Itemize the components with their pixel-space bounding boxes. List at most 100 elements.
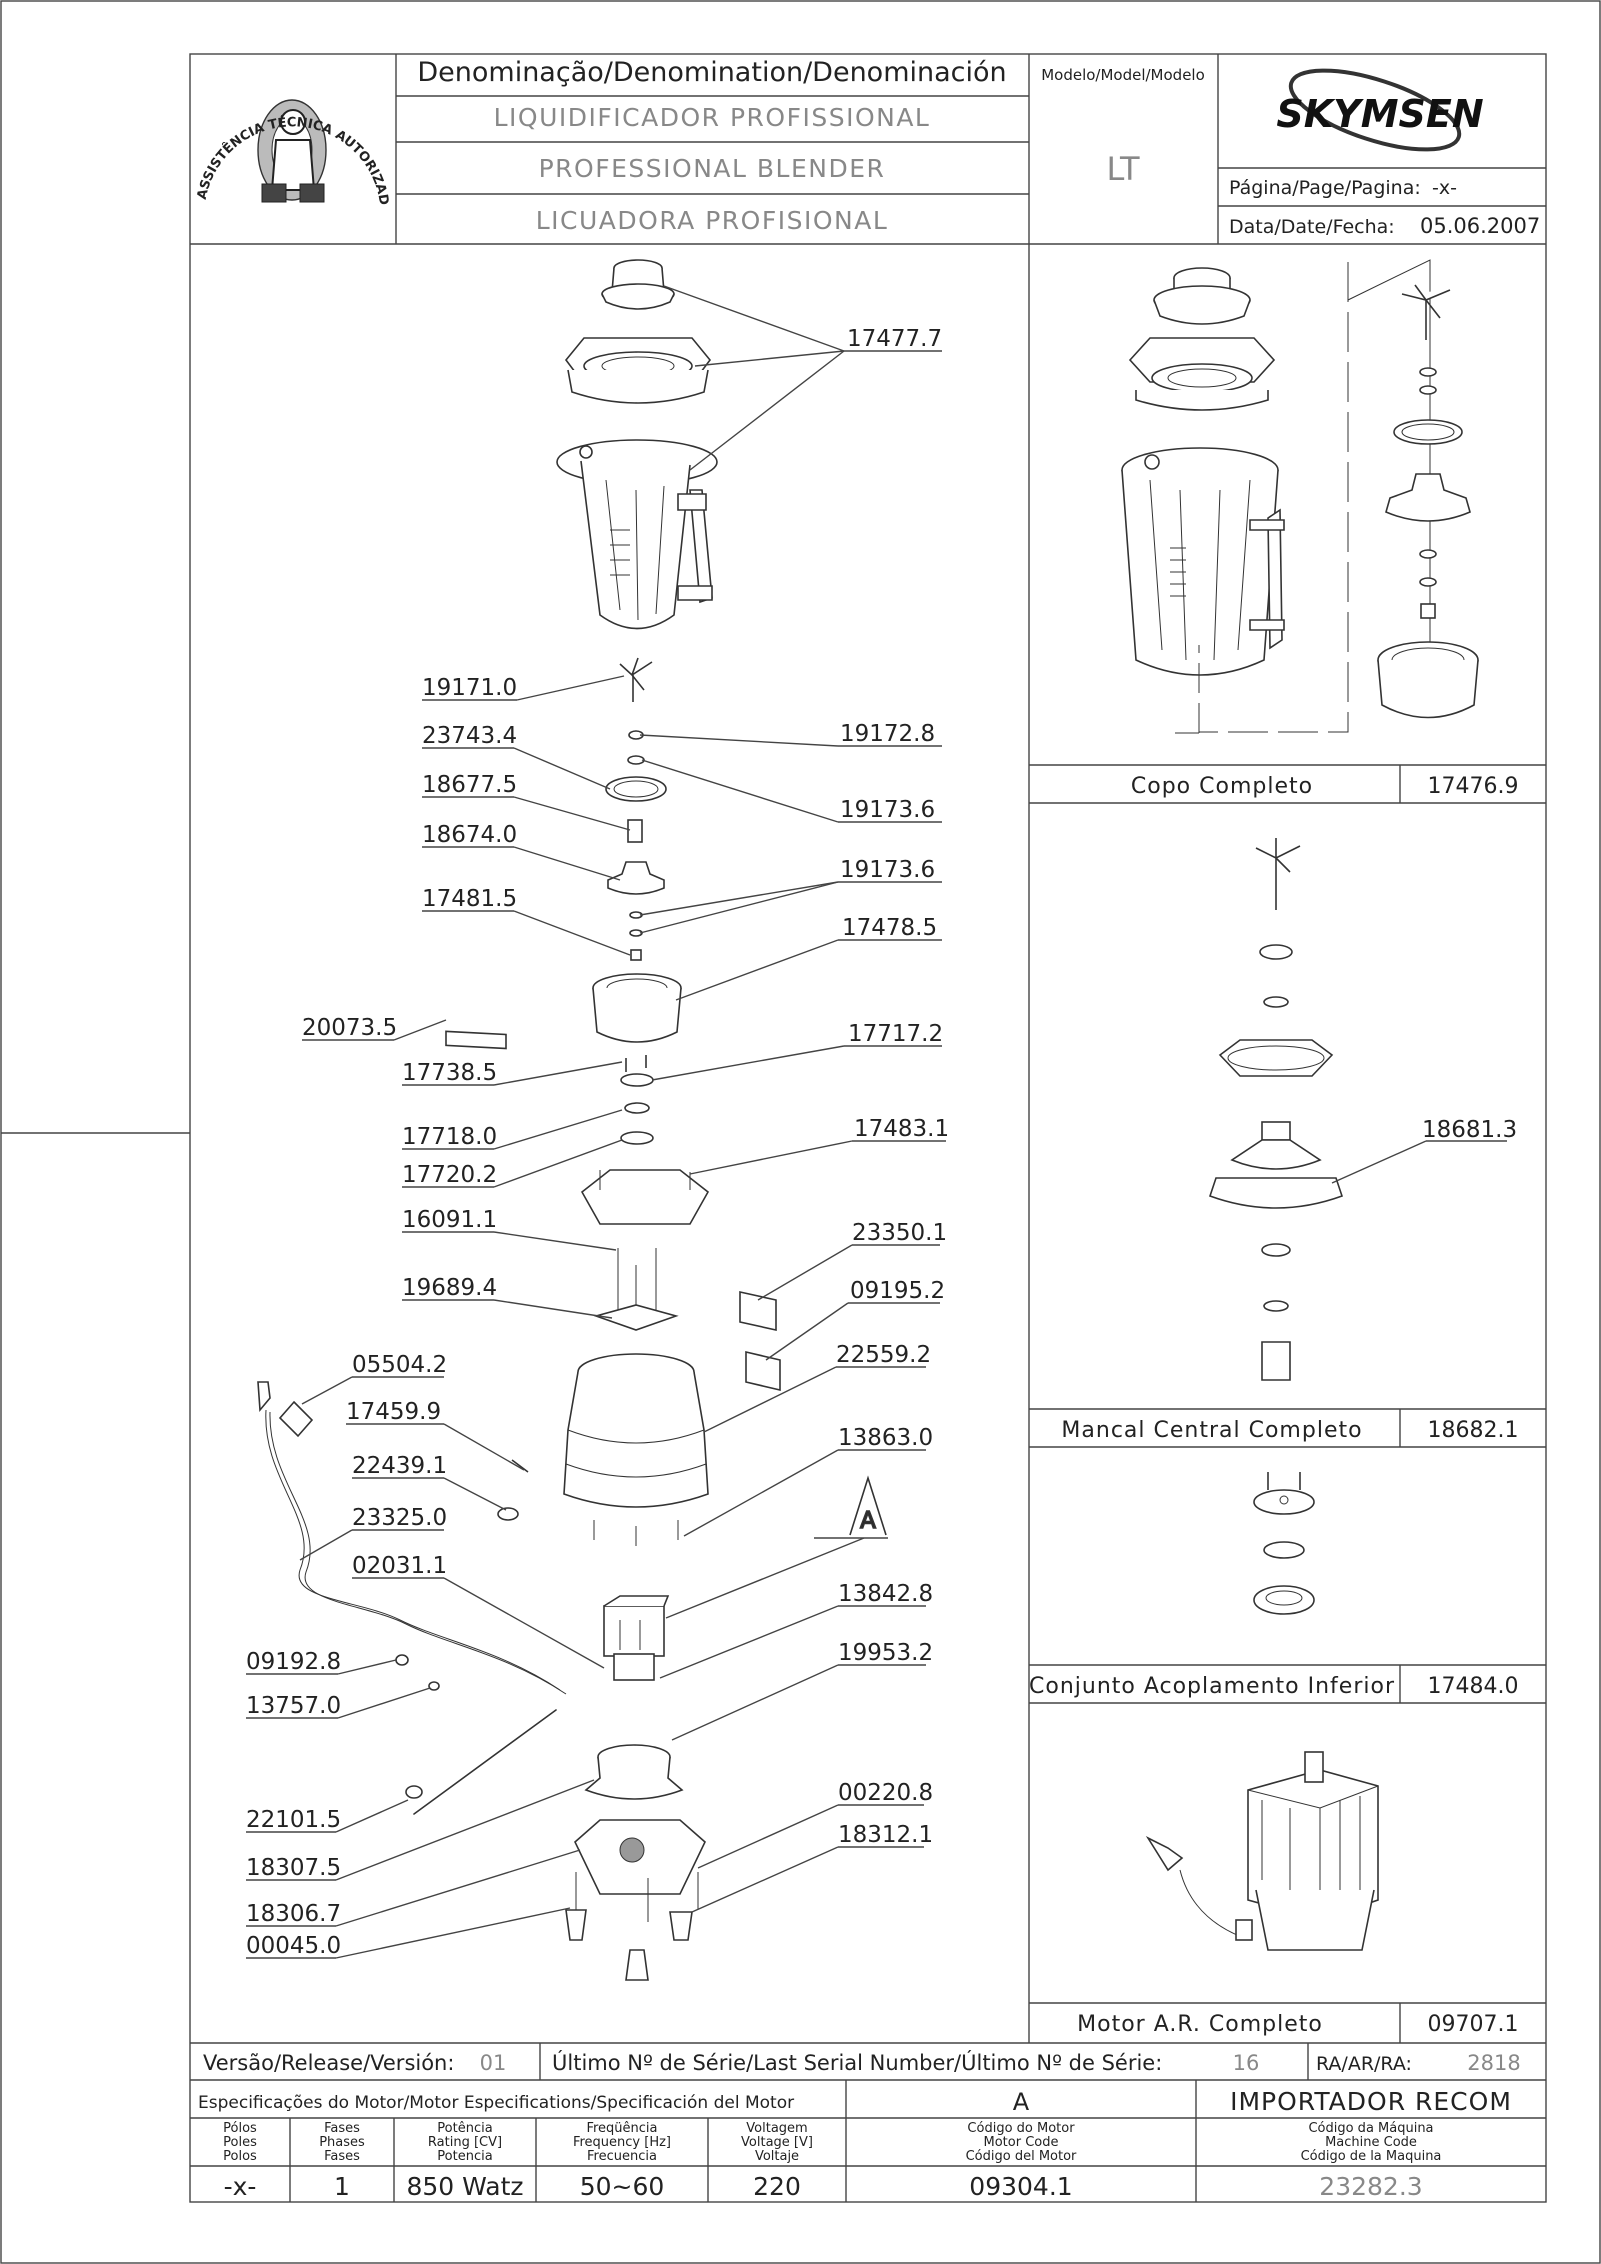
col-poles-es: Polos xyxy=(223,2149,257,2164)
part-13842-8: 13842.8 xyxy=(838,1581,933,1607)
col-phases-pt: Fases xyxy=(324,2121,360,2136)
col-freq-en: Frequency [Hz] xyxy=(573,2135,671,2150)
serial-value: 16 xyxy=(1233,2051,1260,2075)
part-02031-1: 02031.1 xyxy=(352,1553,447,1579)
assembly-name-bearing: Mancal Central Completo xyxy=(1061,1418,1362,1443)
part-23325-0: 23325.0 xyxy=(352,1505,447,1531)
part-19173-6-upper: 19173.6 xyxy=(840,797,935,823)
col-freq-pt: Freqüência xyxy=(586,2121,657,2136)
part-labels: 17477.7 19171.0 23743.4 19172.8 18677.5 … xyxy=(246,326,949,1959)
motor-variant: A xyxy=(1013,2088,1030,2116)
col-volt-en: Voltage [V] xyxy=(741,2135,813,2150)
part-09195-2: 09195.2 xyxy=(850,1278,945,1304)
part-22439-1: 22439.1 xyxy=(352,1453,447,1479)
assembly-panels: Copo Completo 17476.9 Mancal Central Com… xyxy=(1028,244,1546,2043)
part-13757-0: 13757.0 xyxy=(246,1693,341,1719)
importer: IMPORTADOR RECOM xyxy=(1230,2087,1512,2116)
part-09192-8: 09192.8 xyxy=(246,1649,341,1675)
version-value: 01 xyxy=(480,2051,507,2075)
skymsen-brand-logo: SKYMSEN xyxy=(1276,68,1484,152)
col-freq-es: Frecuencia xyxy=(587,2149,657,2164)
part-16091-1: 16091.1 xyxy=(402,1207,497,1233)
part-18307-5: 18307.5 xyxy=(246,1855,341,1881)
page-value: -x- xyxy=(1432,177,1457,199)
part-22559-2: 22559.2 xyxy=(836,1342,931,1368)
title-block: ASSISTÊNCIA TÉCNICA AUTORIZADA Denominaç… xyxy=(0,0,1546,245)
assembly-name-coupling: Conjunto Acoplamento Inferior xyxy=(1029,1674,1395,1699)
col-motor-code-en: Motor Code xyxy=(984,2135,1059,2150)
part-00220-8: 00220.8 xyxy=(838,1780,933,1806)
poles-value: -x- xyxy=(224,2172,257,2201)
col-machine-code-en: Machine Code xyxy=(1325,2135,1417,2150)
part-19173-6-lower: 19173.6 xyxy=(840,857,935,883)
assembly-code-coupling: 17484.0 xyxy=(1428,1674,1519,1699)
motor-code-value: 09304.1 xyxy=(969,2172,1072,2201)
col-power-en: Rating [CV] xyxy=(428,2135,502,2150)
part-18306-7: 18306.7 xyxy=(246,1901,341,1927)
col-power-pt: Potência xyxy=(437,2121,492,2136)
part-18674-0: 18674.0 xyxy=(422,822,517,848)
ra-label: RA/AR/RA: xyxy=(1316,2053,1412,2075)
lower-coupling-drawing xyxy=(1253,1472,1315,1615)
part-18677-5: 18677.5 xyxy=(422,772,517,798)
leader-lines xyxy=(246,285,946,1959)
part-23743-4: 23743.4 xyxy=(422,723,517,749)
part-19689-4: 19689.4 xyxy=(402,1275,497,1301)
part-19172-8: 19172.8 xyxy=(840,721,935,747)
part-17718-0: 17718.0 xyxy=(402,1124,497,1150)
svg-text:ASSISTÊNCIA TÉCNICA AUTORIZADA: ASSISTÊNCIA TÉCNICA AUTORIZADA xyxy=(0,0,391,206)
page-label: Página/Page/Pagina: xyxy=(1229,177,1421,199)
part-23350-1: 23350.1 xyxy=(852,1220,947,1246)
col-phases-es: Fases xyxy=(324,2149,360,2164)
part-20073-5: 20073.5 xyxy=(302,1015,397,1041)
part-22101-5: 22101.5 xyxy=(246,1807,341,1833)
assembly-code-bearing: 18682.1 xyxy=(1428,1418,1519,1443)
motor-spec-label: Especificações do Motor/Motor Especifica… xyxy=(198,2093,794,2113)
denomination-label: Denominação/Denomination/Denominación xyxy=(417,57,1006,88)
drawing-frame xyxy=(189,53,1547,2203)
col-poles-en: Poles xyxy=(223,2135,257,2150)
date-value: 05.06.2007 xyxy=(1420,214,1540,238)
part-13863-0: 13863.0 xyxy=(838,1425,933,1451)
part-17483-1: 17483.1 xyxy=(854,1116,949,1142)
motor-assembly-drawing xyxy=(1145,1751,1379,1951)
serial-label: Último Nº de Série/Last Serial Number/Úl… xyxy=(552,2050,1162,2075)
authorized-service-logo: ASSISTÊNCIA TÉCNICA AUTORIZADA xyxy=(0,0,391,206)
col-motor-code-pt: Código do Motor xyxy=(967,2121,1075,2136)
version-label: Versão/Release/Versión: xyxy=(203,2051,454,2075)
part-17717-2: 17717.2 xyxy=(848,1021,943,1047)
part-17459-9: 17459.9 xyxy=(346,1399,441,1425)
col-motor-code-es: Código del Motor xyxy=(966,2149,1077,2164)
date-label: Data/Date/Fecha: xyxy=(1229,216,1395,238)
assembly-code-motor: 09707.1 xyxy=(1428,2012,1519,2037)
part-19953-2: 19953.2 xyxy=(838,1640,933,1666)
cup-assembly-drawing xyxy=(1121,259,1479,734)
col-volt-pt: Voltagem xyxy=(746,2121,807,2136)
view-a-label: A xyxy=(860,1508,876,1534)
assembly-code-cup: 17476.9 xyxy=(1428,774,1519,799)
power-value: 850 Watz xyxy=(406,2172,523,2201)
phases-value: 1 xyxy=(334,2172,350,2201)
part-17738-5: 17738.5 xyxy=(402,1060,497,1086)
col-poles-pt: Pólos xyxy=(223,2121,257,2136)
part-18312-1: 18312.1 xyxy=(838,1822,933,1848)
main-exploded-view xyxy=(257,259,888,1981)
col-volt-es: Voltaje xyxy=(755,2149,799,2164)
model-value: LT xyxy=(1107,150,1140,188)
footer-table: Versão/Release/Versión: 01 Último Nº de … xyxy=(190,2042,1546,2202)
part-17481-5: 17481.5 xyxy=(422,886,517,912)
part-05504-2: 05504.2 xyxy=(352,1352,447,1378)
col-power-es: Potencia xyxy=(437,2149,492,2164)
volt-value: 220 xyxy=(753,2172,801,2201)
part-18681-3: 18681.3 xyxy=(1422,1117,1517,1143)
assembly-name-cup: Copo Completo xyxy=(1131,774,1313,799)
part-19171-0: 19171.0 xyxy=(422,675,517,701)
part-17720-2: 17720.2 xyxy=(402,1162,497,1188)
part-17478-5: 17478.5 xyxy=(842,915,937,941)
central-bearing-drawing: 18681.3 xyxy=(1208,838,1517,1381)
logo-text: ASSISTÊNCIA TÉCNICA AUTORIZADA xyxy=(0,0,391,206)
machine-code-value: 23282.3 xyxy=(1319,2172,1422,2201)
freq-value: 50~60 xyxy=(580,2172,665,2201)
